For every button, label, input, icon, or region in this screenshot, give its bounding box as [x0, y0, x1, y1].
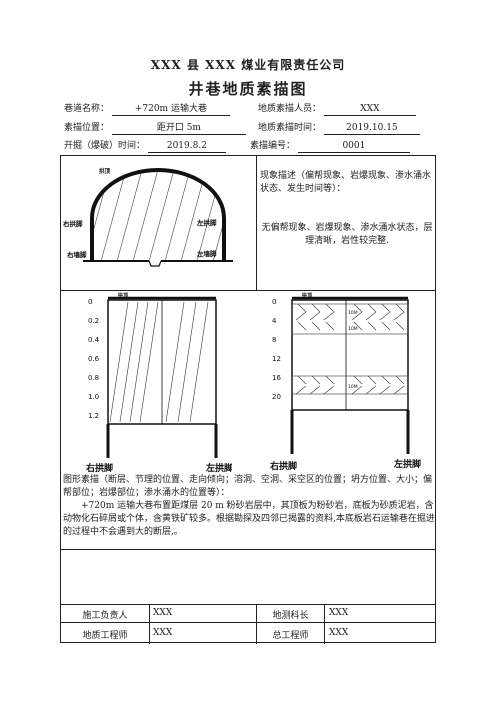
right-wall-foot-label: 右墙脚 — [66, 250, 87, 259]
left-arch-foot-label: 左拱脚 — [196, 218, 217, 227]
crown-label: 拱顶 — [99, 167, 111, 175]
scale-tick: 8 — [272, 336, 276, 344]
location-label: 素描位置： — [64, 123, 110, 133]
phenomena-heading: 现象描述（偏帮现象、岩爆现象、渗水涌水状态、发生时间等）： — [260, 171, 432, 194]
scale-tick: 0.8 — [88, 374, 99, 382]
phenomena-content: 无偏帮现象、岩爆现象、渗水涌水状态，层理清晰，岩性较完整. — [261, 223, 433, 246]
right-arch-foot-label: 右拱脚 — [62, 219, 83, 228]
document-title: 井巷地质素描图 — [188, 80, 308, 98]
expanded-right-bands — [291, 303, 409, 395]
sketcher-row: 地质素描人员： XXX — [258, 104, 416, 116]
geologist-label: 地质工程师 — [82, 631, 128, 641]
sketch-time-row: 地质素描时间： 2019.10.15 — [258, 123, 420, 135]
divider-row-3 — [61, 604, 435, 605]
scale-tick: 0 — [272, 298, 276, 306]
expanded-right-crown-label: 拱顶 — [301, 292, 312, 299]
divider-sig-1 — [149, 604, 150, 644]
scale-tick: 12 — [272, 355, 281, 363]
geologist-value: XXX — [153, 628, 173, 638]
scale-tick: 0.4 — [88, 336, 100, 344]
survey-chief-value: XXX — [329, 608, 349, 618]
cross-section-sketch: 拱顶 右拱脚 左拱脚 右墙脚 左墙脚 — [62, 167, 233, 267]
location-row: 素描位置： 距开口 5m — [64, 123, 246, 135]
tunnel-name-label: 巷道名称： — [64, 104, 110, 114]
expanded-left-scale: 0 0.2 0.4 0.6 0.8 1.0 1.2 — [88, 298, 100, 420]
band-label: 10M — [348, 310, 358, 316]
chief-engineer-value: XXX — [329, 628, 349, 638]
divider-row-4 — [61, 622, 435, 623]
divider-col-top — [256, 156, 257, 290]
divider-row-2 — [61, 549, 435, 550]
expanded-left-right-foot: 右拱脚 — [85, 462, 113, 474]
expanded-right-frame — [291, 299, 409, 411]
sketch-no-value: 0001 — [297, 141, 410, 153]
company-name: XXX 县 XXX 煤业有限责任公司 — [150, 58, 346, 72]
sketch-time-label: 地质素描时间： — [258, 123, 322, 133]
construction-lead-label: 施工负责人 — [82, 611, 128, 621]
divider-row-1 — [61, 290, 435, 291]
blast-time-row: 开掘（爆破）时间： 2019.8.2 — [64, 141, 226, 153]
sketch-table: 现象描述（偏帮现象、岩爆现象、渗水涌水状态、发生时间等）： 无偏帮现象、岩爆现象… — [60, 155, 436, 644]
scale-tick: 0 — [88, 298, 92, 306]
sketch-time-value: 2019.10.15 — [323, 123, 420, 135]
divider-sig-2 — [256, 604, 257, 644]
expanded-left-left-foot: 左拱脚 — [205, 462, 232, 474]
construction-lead-value: XXX — [153, 608, 173, 618]
blast-time-value: 2019.8.2 — [147, 141, 226, 153]
expanded-right-right-foot: 右拱脚 — [269, 460, 297, 472]
sketch-no-row: 素描编号： 0001 — [250, 141, 410, 153]
expanded-left-crown-label: 拱顶 — [117, 292, 128, 299]
graphic-desc-content: +720m 运输大巷布置距煤层 20 m 粉砂岩层中，其顶板为粉砂岩，底板为砂质… — [63, 501, 435, 537]
sketch-no-label: 素描编号： — [250, 141, 296, 151]
expanded-right-scale: 0 4 8 12 16 20 — [272, 298, 281, 401]
scale-tick: 16 — [272, 374, 281, 382]
scale-tick: 0.6 — [88, 355, 100, 363]
band-label: 10M — [348, 384, 358, 390]
drain-ditch — [148, 260, 162, 267]
expanded-right-left-foot: 左拱脚 — [393, 458, 421, 470]
divider-sig-3 — [324, 604, 325, 644]
sketcher-value: XXX — [323, 104, 416, 116]
graphic-desc-heading: 图形素描（断层、节理的位置、走向倾向；溶洞、空洞、采空区的位置；坍方位置、大小；… — [63, 475, 433, 498]
tunnel-name-value: +720m 运输大巷 — [111, 104, 230, 116]
survey-chief-label: 地测科长 — [272, 611, 309, 621]
scale-tick: 1.0 — [88, 393, 99, 401]
scale-tick: 4 — [272, 317, 277, 325]
expanded-sketch-right: 拱顶 0 4 8 12 16 20 10M 10M 10M 右拱脚 左拱脚 — [269, 292, 421, 472]
expanded-sketch-left: 拱顶 0 0.2 0.4 0.6 0.8 1.0 1.2 右拱脚 左拱脚 — [85, 292, 232, 474]
left-wall-foot-label: 左墙脚 — [196, 249, 217, 258]
scale-tick: 20 — [272, 393, 281, 401]
sketcher-label: 地质素描人员： — [258, 104, 322, 114]
tunnel-outline — [90, 168, 226, 261]
scale-tick: 0.2 — [88, 317, 99, 325]
chief-engineer-label: 总工程师 — [272, 631, 309, 641]
tunnel-name-row: 巷道名称： +720m 运输大巷 — [64, 104, 230, 116]
band-label: 10M — [348, 326, 358, 332]
blast-time-label: 开掘（爆破）时间： — [64, 141, 146, 151]
scale-tick: 1.2 — [88, 412, 99, 420]
expanded-left-joints — [109, 301, 209, 423]
location-value: 距开口 5m — [111, 123, 246, 135]
